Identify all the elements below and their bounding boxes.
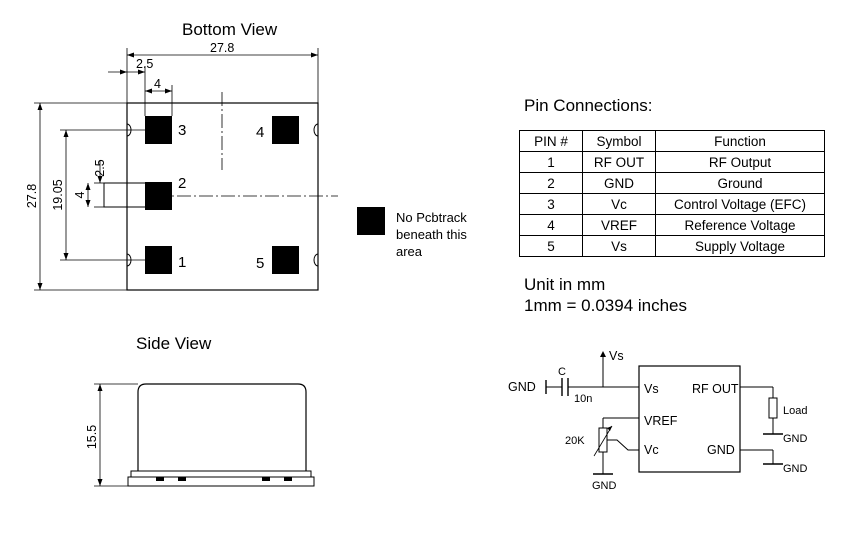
- units-line-1: Unit in mm: [524, 275, 606, 294]
- oscillator-ic-box: [638, 365, 741, 473]
- dim-arrows-pad: [145, 88, 172, 94]
- vs-supply-arrow: [600, 351, 606, 357]
- dim-arrows-offset: [120, 69, 145, 75]
- header-symbol: Symbol: [582, 130, 656, 152]
- no-track-line-2: beneath this: [396, 227, 467, 242]
- ic-pin-rfout: RF OUT: [692, 382, 739, 396]
- table-row: 5 Vs Supply Voltage: [519, 235, 825, 257]
- pin-label-5: 5: [256, 255, 264, 272]
- cell-function: Control Voltage (EFC): [655, 193, 825, 215]
- cell-symbol: VREF: [582, 214, 656, 236]
- bottom-view-title: Bottom View: [182, 20, 278, 39]
- table-header-row: PIN # Symbol Function: [519, 130, 825, 152]
- side-view-lead-4: [284, 477, 292, 481]
- header-pin: PIN #: [519, 130, 583, 152]
- dim-recess-offset-label: 2.5: [93, 159, 107, 176]
- no-track-swatch: [357, 207, 385, 235]
- load-label: Load: [783, 405, 807, 417]
- cell-pin: 2: [519, 172, 583, 194]
- cell-symbol: GND: [582, 172, 656, 194]
- cell-function: RF Output: [655, 151, 825, 173]
- vs-supply-label: Vs: [609, 349, 624, 363]
- side-view-title: Side View: [136, 334, 212, 353]
- cell-symbol: Vc: [582, 193, 656, 215]
- notch-right-5: [313, 253, 319, 267]
- no-track-legend-text: No Pcbtrack beneath this area: [396, 209, 467, 260]
- side-view-lead-1: [156, 477, 164, 481]
- dim-recess-label: 4: [73, 191, 87, 198]
- potentiometer-adjust-arrow: [607, 426, 612, 431]
- pin-label-1: 1: [178, 254, 186, 271]
- cell-function: Supply Voltage: [655, 235, 825, 257]
- side-view-flange: [130, 470, 312, 478]
- gnd-left-label: GND: [508, 380, 536, 394]
- no-track-line-3: area: [396, 244, 423, 259]
- table-row: 1 RF OUT RF Output: [519, 151, 825, 173]
- pad-1: [145, 246, 172, 274]
- pad-5: [272, 246, 299, 274]
- table-row: 4 VREF Reference Voltage: [519, 214, 825, 236]
- pot-value-label: 20K: [565, 435, 585, 447]
- cell-symbol: RF OUT: [582, 151, 656, 173]
- side-view-lead-3: [262, 477, 270, 481]
- cell-function: Reference Voltage: [655, 214, 825, 236]
- dim-side-height-label: 15.5: [85, 425, 99, 449]
- gnd-load-label: GND: [783, 433, 808, 445]
- side-view-base: [127, 476, 315, 487]
- cell-pin: 3: [519, 193, 583, 215]
- side-view-lead-2: [178, 477, 186, 481]
- wire-wiper-vc: [607, 439, 639, 451]
- capacitor-name: C: [558, 366, 566, 378]
- notch-right-4: [313, 123, 319, 137]
- ic-pin-vref: VREF: [644, 414, 678, 428]
- dim-pin-span-label: 19.05: [51, 179, 65, 210]
- header-function: Function: [655, 130, 825, 152]
- gnd-out-label: GND: [783, 463, 808, 475]
- capacitor-value: 10n: [574, 393, 592, 405]
- dim-arrows-recess: [85, 183, 91, 207]
- table-row: 2 GND Ground: [519, 172, 825, 194]
- dim-height-label: 27.8: [25, 184, 39, 208]
- cell-pin: 4: [519, 214, 583, 236]
- table-row: 3 Vc Control Voltage (EFC): [519, 193, 825, 215]
- pin-label-2: 2: [178, 175, 186, 192]
- cell-pin: 1: [519, 151, 583, 173]
- units-note: Unit in mm 1mm = 0.0394 inches: [524, 274, 687, 316]
- units-line-2: 1mm = 0.0394 inches: [524, 296, 688, 315]
- ic-pin-vc: Vc: [644, 443, 659, 457]
- pin-label-3: 3: [178, 122, 186, 139]
- side-view-body: [137, 383, 307, 471]
- ic-pin-gnd: GND: [707, 443, 735, 457]
- cell-function: Ground: [655, 172, 825, 194]
- no-track-line-1: No Pcbtrack: [396, 210, 467, 225]
- cell-symbol: Vs: [582, 235, 656, 257]
- pad-3: [145, 116, 172, 144]
- pad-4: [272, 116, 299, 144]
- dim-offset-label: 2.5: [136, 57, 153, 71]
- cell-pin: 5: [519, 235, 583, 257]
- potentiometer: [598, 427, 608, 453]
- pin-connections-table: PIN # Symbol Function 1 RF OUT RF Output…: [519, 130, 825, 257]
- load-resistor: [768, 397, 778, 419]
- pad-2: [145, 182, 172, 210]
- ic-pin-vs: Vs: [644, 382, 659, 396]
- gnd-bottom-label: GND: [592, 480, 617, 492]
- potentiometer-adjust: [593, 425, 613, 457]
- dim-arrow-recess-offset: [97, 176, 103, 183]
- pin-label-4: 4: [256, 124, 264, 141]
- dim-width-label: 27.8: [210, 41, 234, 55]
- dim-pad-label: 4: [154, 77, 161, 91]
- pin-connections-title: Pin Connections:: [524, 96, 653, 115]
